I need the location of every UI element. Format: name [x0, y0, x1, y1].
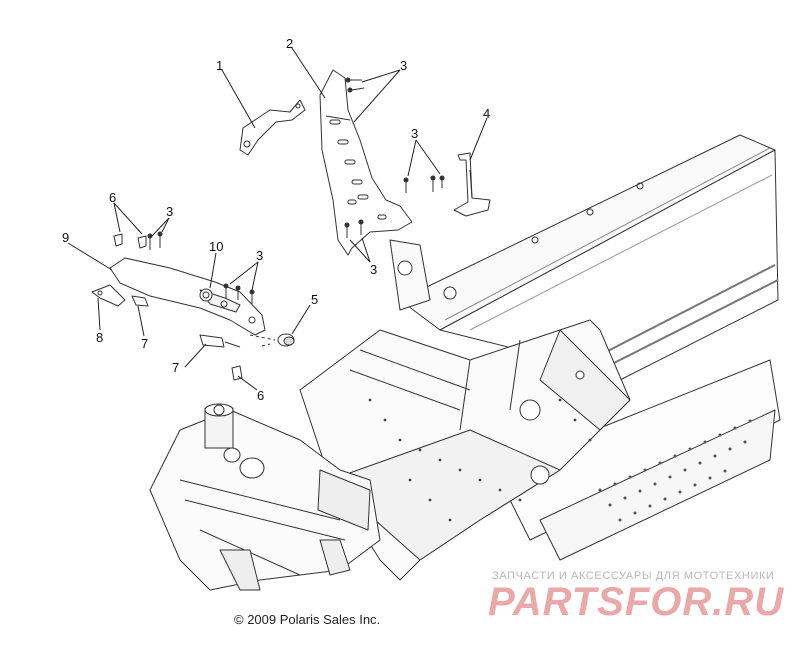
front-frame — [299, 239, 631, 581]
copyright-notice: © 2009 Polaris Sales Inc. — [234, 612, 381, 627]
callout-3b: 3 — [411, 126, 419, 141]
callout-6a: 6 — [109, 190, 117, 205]
callout-6b: 6 — [257, 388, 265, 403]
running-board — [494, 359, 781, 561]
callout-8: 8 — [96, 330, 104, 345]
watermark-logo: PARTSFOR.RU — [488, 580, 785, 624]
tunnel — [399, 134, 779, 381]
lower-frame — [149, 403, 381, 591]
watermark-tagline: ЗАПЧАСТИ И АКСЕССУАРЫ ДЛЯ МОТОТЕХНИКИ — [492, 570, 775, 582]
callout-10: 10 — [209, 239, 224, 254]
part-2-plate — [319, 69, 413, 256]
callout-7b: 7 — [172, 360, 180, 375]
callout-1: 1 — [216, 58, 224, 73]
callout-3d: 3 — [166, 204, 174, 219]
callout-4: 4 — [483, 106, 491, 121]
callout-7a: 7 — [141, 336, 149, 351]
part-4-bracket — [403, 152, 491, 217]
callout-3e: 3 — [256, 248, 264, 263]
callout-5: 5 — [311, 292, 319, 307]
callout-3a: 3 — [400, 58, 408, 73]
callout-9: 9 — [62, 230, 70, 245]
leader-lines — [67, 47, 488, 391]
callout-3c: 3 — [370, 262, 378, 277]
callout-2: 2 — [286, 36, 294, 51]
part-1-bracket — [239, 99, 306, 156]
linkage-assembly — [91, 231, 295, 381]
